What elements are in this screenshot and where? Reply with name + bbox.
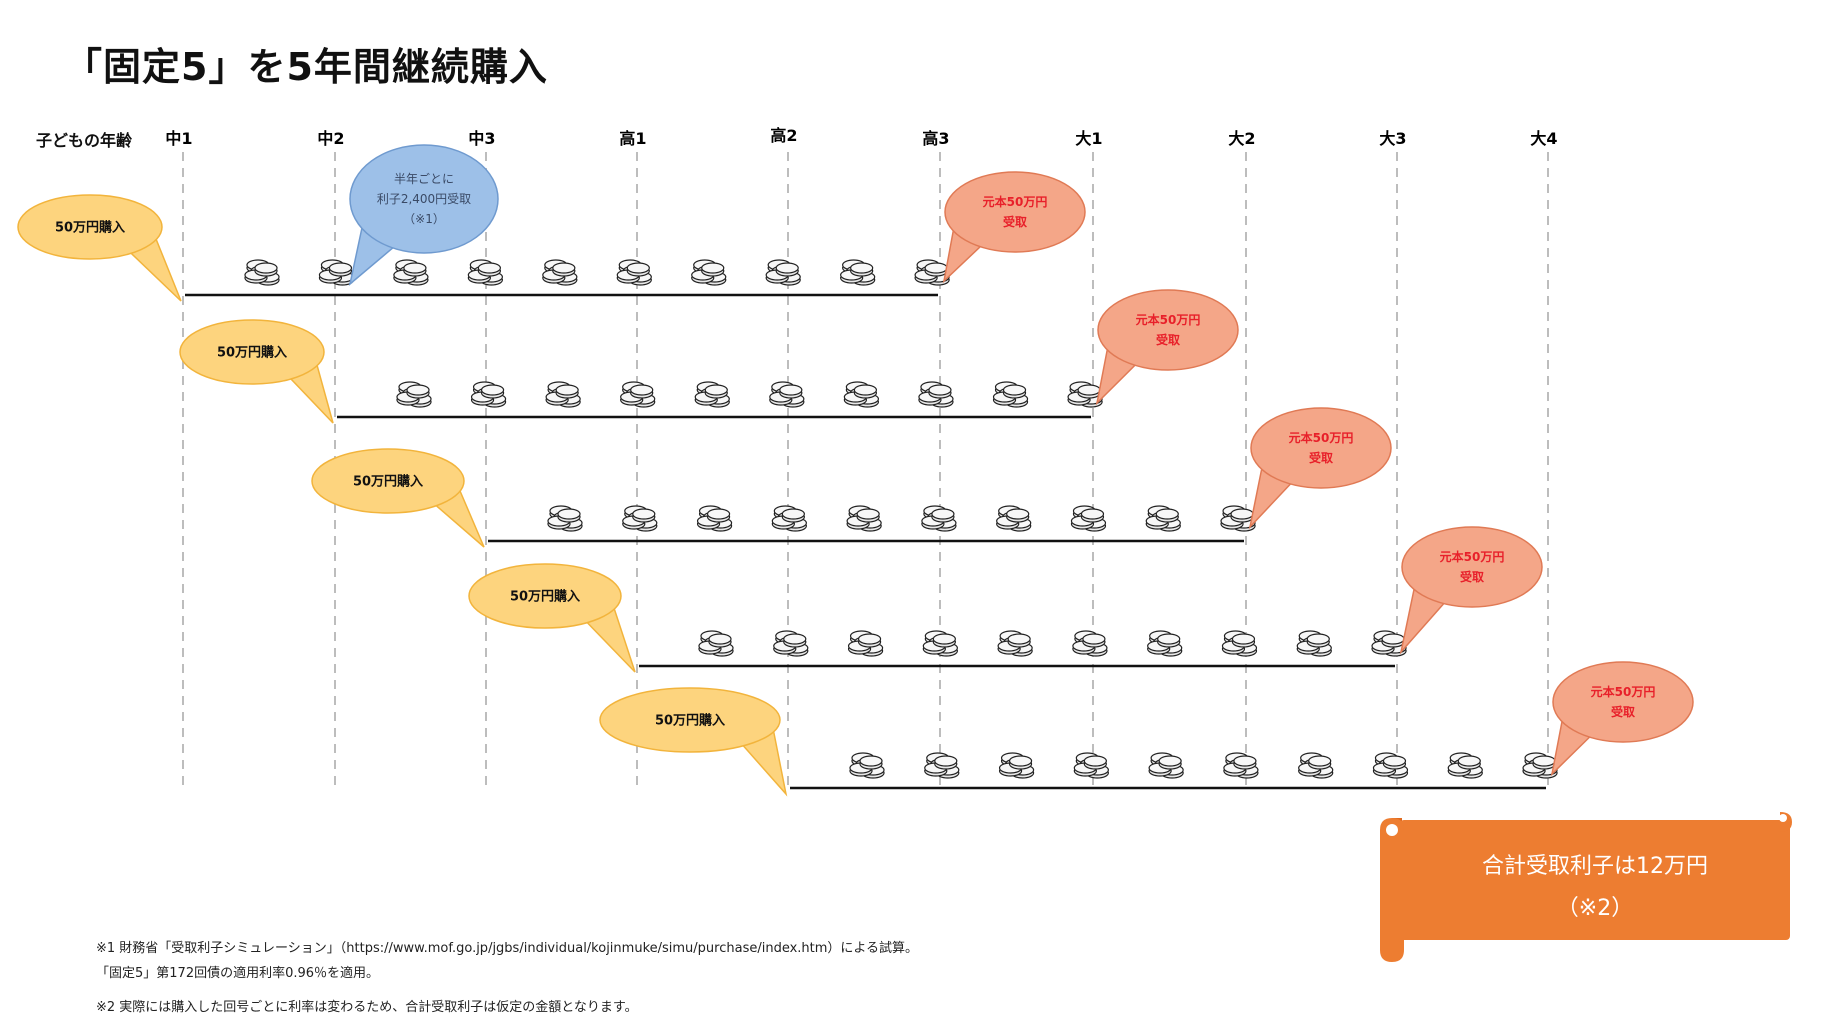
- coin-stack-icon: [918, 381, 954, 408]
- redeem-bubble-text: 受取: [1309, 450, 1333, 465]
- coin-stack-icon: [1447, 752, 1483, 779]
- coin-stack-icon: [998, 752, 1035, 779]
- purchase-bubble: 50万円購入: [17, 194, 182, 302]
- purchase-bubble: 50万円購入: [179, 319, 334, 424]
- interest-note-bubble-text: 半年ごとに: [394, 171, 454, 186]
- grade-label: 高3: [922, 129, 949, 148]
- coin-stack-icon: [698, 630, 734, 657]
- coin-stack-icon: [773, 630, 809, 657]
- coin-stack-icon: [992, 381, 1029, 408]
- coin-stack-icon: [846, 505, 882, 532]
- footnote-2: ※2 実際には購入した回号ごとに利率は変わるため、合計受取利子は仮定の金額となり…: [96, 1000, 638, 1015]
- grade-label: 中2: [317, 129, 344, 148]
- redeem-bubble-text: 受取: [1003, 214, 1027, 229]
- coin-stack-icon: [694, 381, 730, 408]
- purchase-bubble-text: 50万円購入: [510, 588, 580, 604]
- coin-stack-icon: [765, 259, 801, 286]
- purchase-bubble: 50万円購入: [599, 687, 788, 797]
- coin-stack-icon: [393, 259, 429, 286]
- coin-stack-icon: [1298, 752, 1334, 779]
- coin-stack-icon: [1220, 505, 1256, 532]
- redeem-bubble-text: 元本50万円: [1440, 549, 1505, 564]
- interest-note-bubble-text: 利子2,400円受取: [377, 192, 471, 206]
- age-axis-label: 子どもの年齢: [36, 131, 133, 150]
- coin-stack-icon: [1070, 505, 1107, 532]
- total-interest-note: （※2）: [1556, 896, 1634, 921]
- coin-stack-icon: [843, 381, 879, 408]
- coin-stack-icon: [1145, 505, 1181, 532]
- grade-label: 大3: [1379, 129, 1406, 148]
- coin-stack-icon: [771, 505, 807, 532]
- redeem-bubble-text: 受取: [1156, 332, 1180, 347]
- grade-label: 大2: [1228, 129, 1255, 148]
- coin-stack-icon: [396, 381, 432, 408]
- purchase-bubble-text: 50万円購入: [55, 219, 125, 235]
- coin-stack-icon: [1522, 752, 1558, 779]
- coin-stack-icon: [769, 381, 805, 408]
- redeem-bubble-text: 受取: [1460, 569, 1484, 584]
- coin-stack-icon: [318, 259, 355, 286]
- grade-label: 中1: [165, 129, 192, 148]
- coin-stack-icon: [1296, 630, 1332, 657]
- grade-label: 大1: [1075, 129, 1102, 148]
- redeem-bubble-text: 元本50万円: [1591, 684, 1656, 699]
- coin-stack-icon: [1223, 752, 1259, 779]
- page-title: 「固定5」を5年間継続購入: [64, 45, 548, 89]
- redeem-bubble-text: 受取: [1611, 704, 1635, 719]
- coin-stack-icon: [849, 752, 885, 779]
- purchase-bubble: 50万円購入: [468, 563, 636, 673]
- coin-stack-icon: [996, 505, 1032, 532]
- coin-stack-icon: [1372, 752, 1409, 779]
- coin-stack-icon: [840, 259, 876, 286]
- coin-stack-icon: [470, 381, 507, 408]
- redeem-bubble-text: 元本50万円: [1289, 430, 1354, 445]
- footnote-1: ※1 財務省「受取利子シミュレーション」（https://www.mof.go.…: [96, 941, 919, 956]
- coin-stack-icon: [547, 505, 583, 532]
- total-interest-text: 合計受取利子は12万円: [1482, 854, 1708, 879]
- grade-label: 高1: [619, 129, 646, 148]
- coin-stack-icon: [616, 259, 652, 286]
- grade-label: 中3: [468, 129, 495, 148]
- coin-stack-icon: [620, 381, 656, 408]
- purchase-bubble: 50万円購入: [311, 448, 485, 548]
- coin-stack-icon: [1073, 752, 1109, 779]
- purchase-bubble-text: 50万円購入: [217, 344, 287, 360]
- coin-stack-icon: [921, 505, 957, 532]
- footnote-1-rate: 「固定5」第172回債の適用利率0.96％を適用。: [96, 966, 380, 981]
- purchase-bubble-text: 50万円購入: [353, 473, 423, 489]
- coin-stack-icon: [924, 752, 960, 779]
- grade-label: 大4: [1530, 129, 1557, 148]
- coin-stack-icon: [696, 505, 733, 532]
- coin-stack-icon: [542, 259, 578, 286]
- redeem-bubble-text: 元本50万円: [983, 194, 1048, 209]
- coin-stack-icon: [997, 630, 1033, 657]
- coin-stack-icon: [1147, 630, 1183, 657]
- total-box-fill: [1400, 820, 1790, 940]
- interest-note-bubble-text: （※1）: [403, 212, 445, 226]
- coin-stack-icon: [922, 630, 958, 657]
- coin-stack-icon: [622, 505, 658, 532]
- redeem-bubble-text: 元本50万円: [1136, 312, 1201, 327]
- coin-stack-icon: [244, 259, 280, 286]
- coin-stack-icon: [1148, 752, 1184, 779]
- coin-stack-icon: [691, 259, 727, 286]
- coin-stack-icon: [1221, 630, 1258, 657]
- coin-stack-icon: [467, 259, 503, 286]
- coin-stack-icon: [847, 630, 884, 657]
- coin-stack-icon: [1072, 630, 1108, 657]
- purchase-bubble-text: 50万円購入: [655, 712, 725, 728]
- coin-stack-icon: [545, 381, 581, 408]
- grade-label: 高2: [770, 126, 797, 145]
- coin-stack-icon: [1067, 381, 1103, 408]
- coin-stack-icon: [1371, 630, 1407, 657]
